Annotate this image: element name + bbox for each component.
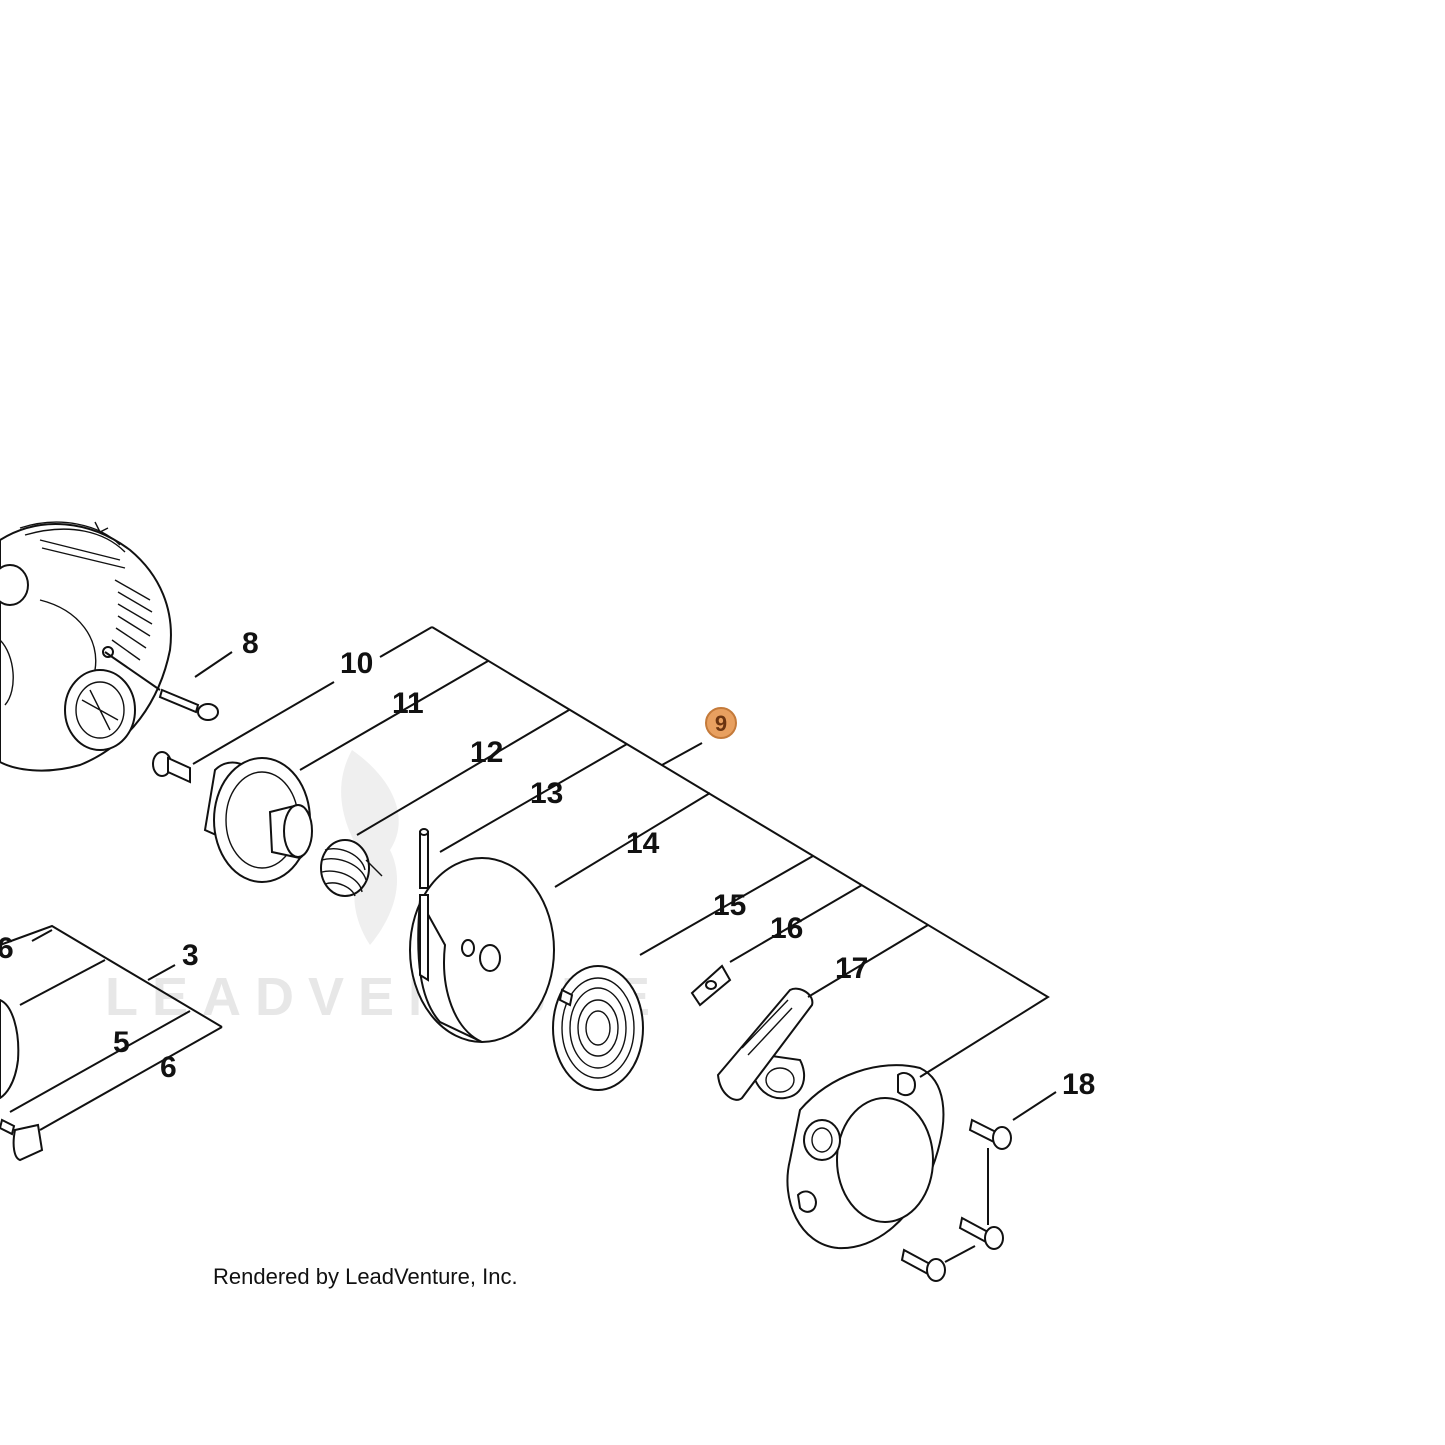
- engine-housing: [0, 521, 172, 772]
- part-10-bolt: [152, 751, 191, 784]
- callout-3[interactable]: 3: [182, 939, 199, 972]
- part-16-pawl: [690, 964, 732, 1007]
- engine-grille: [39, 539, 153, 661]
- callout-13[interactable]: 13: [530, 777, 563, 810]
- highlight-circle: [705, 707, 737, 739]
- callout-9-highlighted[interactable]: 9: [705, 707, 737, 739]
- watermark-flame-icon: [341, 750, 399, 945]
- callout-14[interactable]: 14: [626, 827, 660, 860]
- callout-8[interactable]: 8: [242, 627, 259, 660]
- callout-17[interactable]: 17: [835, 952, 868, 985]
- part-14-rotor: [409, 857, 555, 1043]
- screw-c: [900, 1248, 946, 1282]
- callout-5[interactable]: 5: [113, 1026, 130, 1059]
- callout-15[interactable]: 15: [713, 889, 746, 922]
- part-17-grip: [716, 987, 814, 1101]
- callout-11[interactable]: 11: [392, 687, 424, 720]
- part-15-rewind-spring: [552, 965, 644, 1091]
- part-9-starter-cover: [786, 1064, 945, 1250]
- callout-16[interactable]: 16: [770, 912, 803, 945]
- callout-labels: 6 3 5 6 8 10 11 12 13 14 15 16 17 18 9: [0, 627, 1095, 1101]
- part-12-spring: [320, 839, 383, 897]
- callout-6[interactable]: 6: [160, 1051, 177, 1084]
- part-11-pulley: [203, 757, 313, 883]
- credit-text: Rendered by LeadVenture, Inc.: [213, 1264, 518, 1289]
- callout-bracket: [192, 626, 1050, 1078]
- callout-10[interactable]: 10: [340, 647, 373, 680]
- part-13-pin: [419, 828, 429, 889]
- callout-4[interactable]: 6: [0, 932, 14, 965]
- part-18-screws: [900, 1091, 1057, 1282]
- callout-18[interactable]: 18: [1062, 1068, 1095, 1101]
- callout-9[interactable]: 9: [715, 711, 727, 736]
- screw-b: [958, 1216, 1004, 1250]
- screw-a: [968, 1118, 1012, 1150]
- lower-left-assembly: [0, 924, 223, 1162]
- callout-12[interactable]: 12: [470, 736, 503, 769]
- part-8-screw: [104, 651, 233, 721]
